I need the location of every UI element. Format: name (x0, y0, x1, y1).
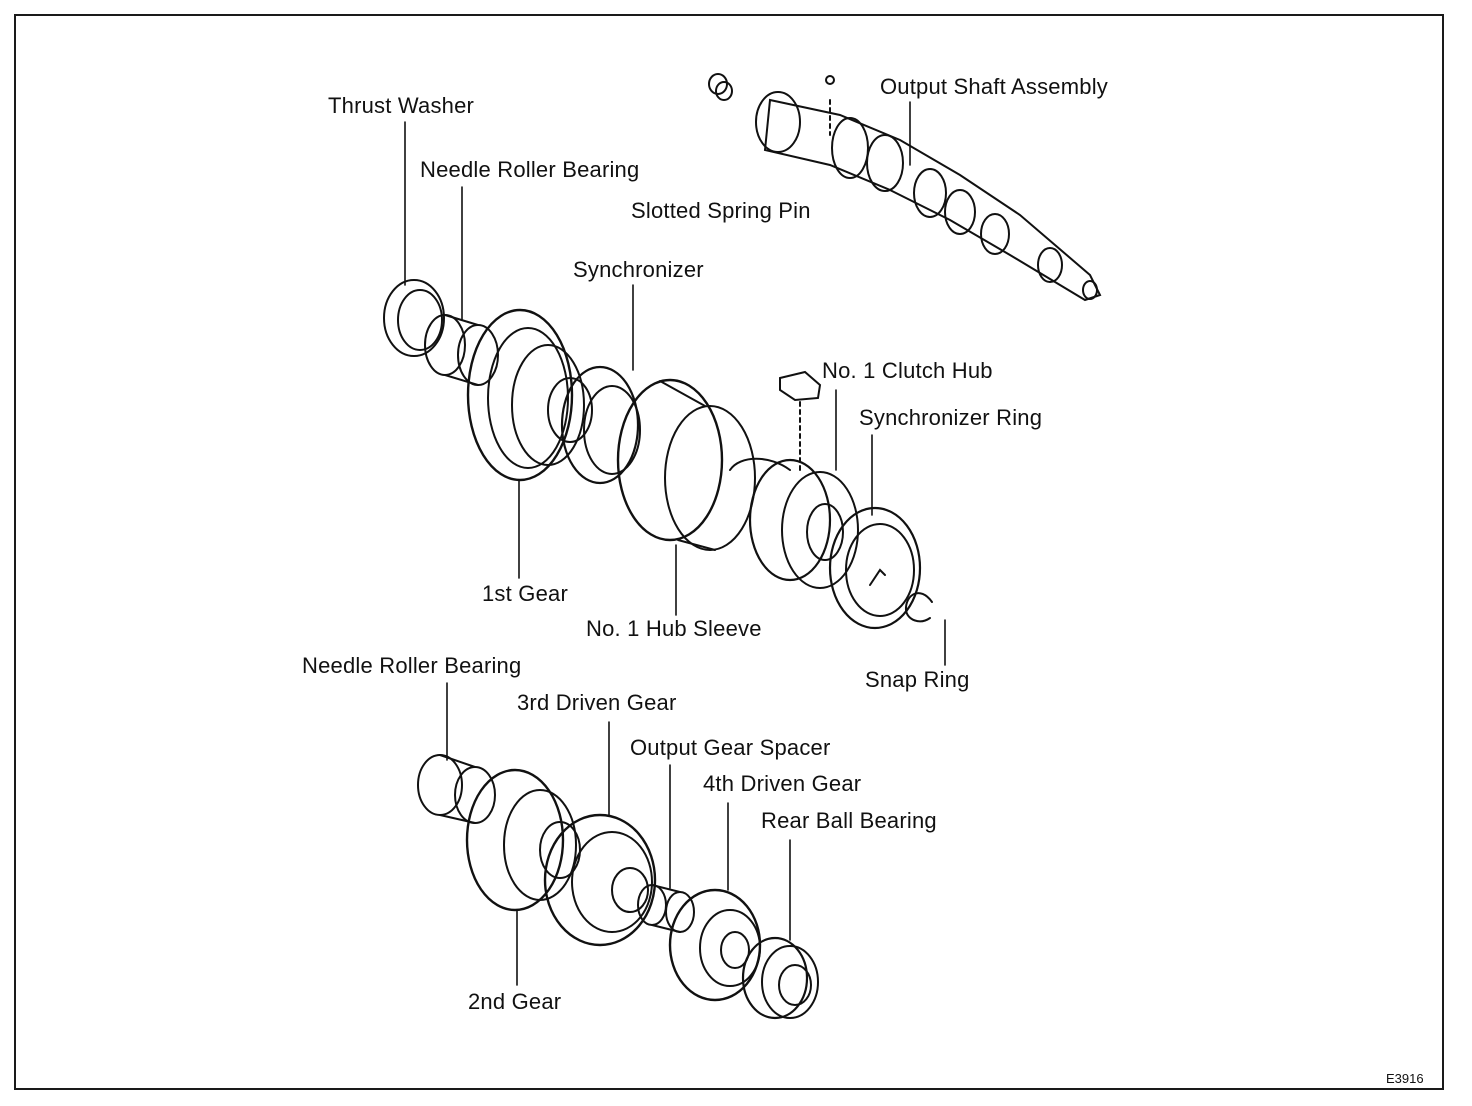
label-rear-ball-bearing: Rear Ball Bearing (761, 808, 937, 833)
snap-ring-part (904, 592, 933, 623)
label-synchronizer-ring: Synchronizer Ring (859, 405, 1043, 430)
small-snap-ring-part (729, 457, 791, 471)
diagram-frame (14, 14, 1444, 1090)
leader-lines (404, 101, 946, 986)
thrust-washer-part (383, 279, 445, 357)
synchronizer-part (560, 365, 641, 485)
output-shaft-assembly-part (755, 75, 1102, 302)
no1-clutch-hub-part (748, 458, 859, 589)
first-gear-part (466, 308, 593, 482)
label-second-gear: 2nd Gear (468, 989, 562, 1014)
label-third-driven-gear: 3rd Driven Gear (517, 690, 677, 715)
figure-code: E3916 (1386, 1071, 1424, 1086)
label-synchronizer: Synchronizer (573, 257, 704, 282)
label-first-gear: 1st Gear (482, 581, 568, 606)
label-output-gear-spacer: Output Gear Spacer (630, 735, 831, 760)
label-thrust-washer: Thrust Washer (328, 93, 475, 118)
synchronizer-ring-part (828, 506, 922, 630)
fourth-driven-gear-part (668, 888, 762, 1002)
label-snap-ring: Snap Ring (865, 667, 970, 692)
label-needle-roller-bearing-lower: Needle Roller Bearing (302, 653, 522, 678)
label-no1-hub-sleeve: No. 1 Hub Sleeve (586, 616, 762, 641)
output-gear-spacer-part (637, 884, 695, 933)
second-gear-part (465, 768, 581, 912)
shifting-key-part (779, 370, 822, 471)
label-slotted-spring-pin: Slotted Spring Pin (631, 198, 811, 223)
third-driven-gear-part (543, 813, 657, 947)
slotted-spring-pin-part (708, 73, 733, 101)
no1-hub-sleeve-part (616, 378, 756, 551)
label-fourth-driven-gear: 4th Driven Gear (703, 771, 862, 796)
label-output-shaft-assembly: Output Shaft Assembly (880, 74, 1108, 99)
label-needle-roller-bearing-upper: Needle Roller Bearing (420, 157, 640, 182)
needle-roller-bearing-lower-part (417, 754, 496, 824)
label-no1-clutch-hub: No. 1 Clutch Hub (822, 358, 993, 383)
needle-roller-bearing-upper-part (424, 314, 499, 386)
rear-ball-bearing-part (741, 936, 819, 1020)
